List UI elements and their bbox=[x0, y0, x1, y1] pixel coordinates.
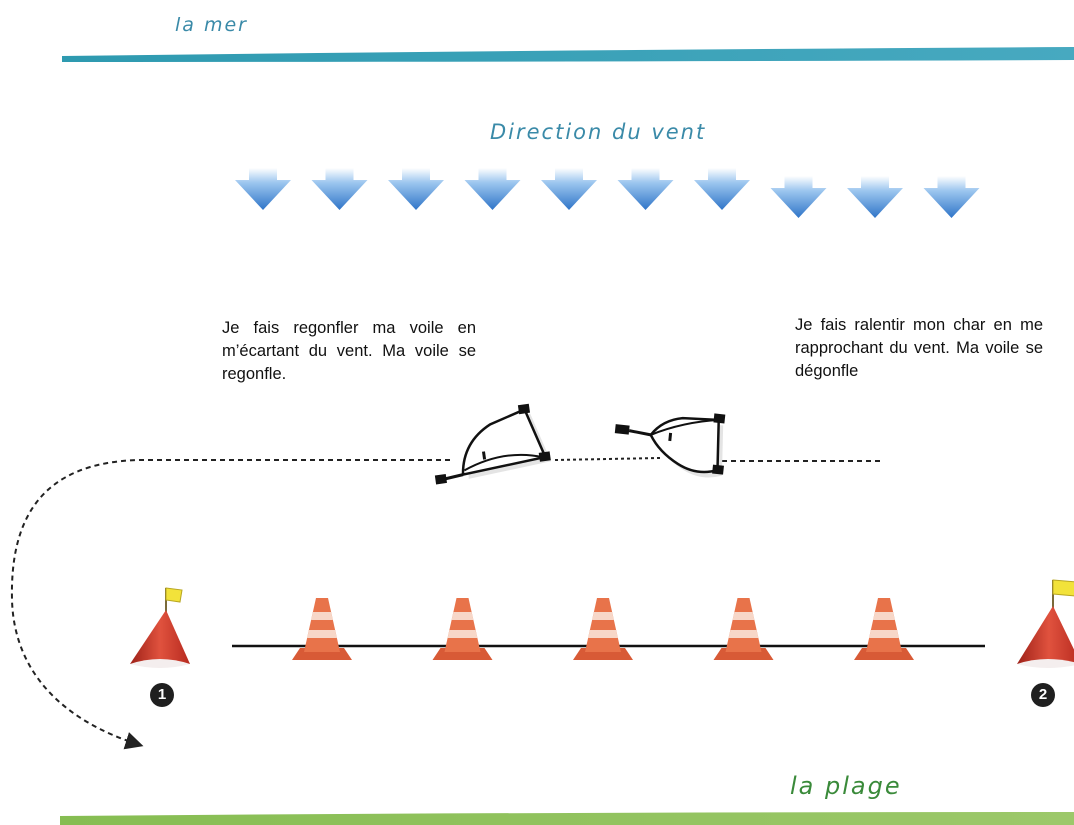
wind-arrow bbox=[770, 176, 827, 218]
wind-arrows bbox=[235, 168, 980, 218]
cone bbox=[854, 598, 914, 660]
buoy-2 bbox=[1017, 579, 1074, 668]
cone bbox=[573, 598, 633, 660]
buoy-number-1: 1 bbox=[150, 683, 174, 707]
land-yacht-right bbox=[614, 413, 726, 478]
wind-arrow bbox=[235, 168, 291, 210]
cones bbox=[292, 598, 914, 660]
caption-regonfler: Je fais regonfler ma voile en m’écartant… bbox=[222, 319, 476, 383]
sea-label: la mer bbox=[175, 14, 248, 36]
wind-arrow bbox=[388, 168, 444, 210]
wind-arrow bbox=[617, 168, 674, 210]
wind-arrow bbox=[464, 168, 521, 210]
buoy-1 bbox=[130, 587, 190, 668]
cone bbox=[713, 598, 774, 660]
land-yacht-left bbox=[434, 403, 551, 485]
caption-ralentir: Je fais ralentir mon char en me rapproch… bbox=[795, 316, 1043, 380]
wind-arrow bbox=[923, 176, 980, 218]
cone bbox=[292, 598, 352, 660]
wind-arrow bbox=[694, 168, 750, 210]
wind-arrow bbox=[847, 176, 903, 218]
wind-arrow bbox=[541, 168, 597, 210]
buoy-number-2: 2 bbox=[1031, 683, 1055, 707]
beach-line bbox=[60, 812, 1074, 825]
wind-arrow bbox=[311, 168, 368, 210]
cone bbox=[432, 598, 493, 660]
wind-direction-label: Direction du vent bbox=[490, 120, 707, 144]
trajectory-curve bbox=[10, 459, 450, 750]
sea-line bbox=[62, 47, 1074, 62]
trajectory-middle-segment bbox=[554, 457, 661, 461]
beach-label: la plage bbox=[790, 772, 902, 800]
